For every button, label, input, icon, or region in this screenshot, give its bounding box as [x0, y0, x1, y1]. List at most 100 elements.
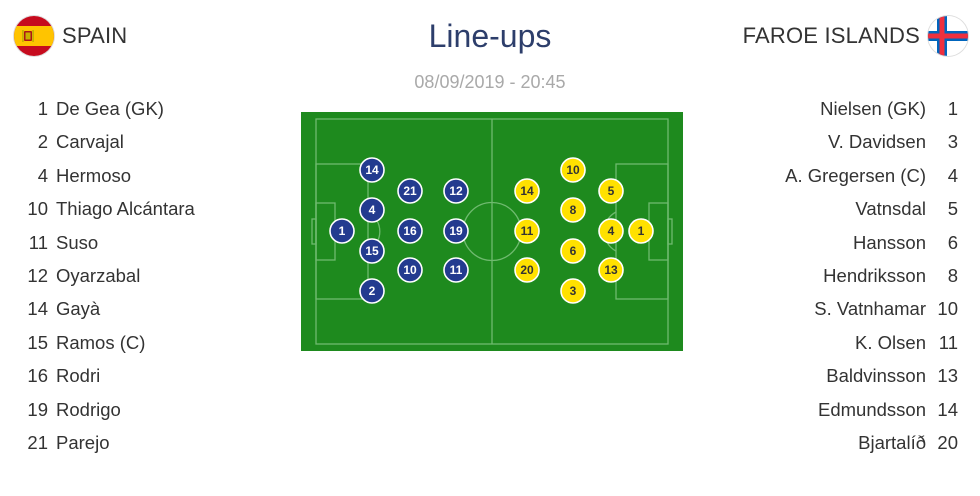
player-name: Hendriksson [823, 264, 926, 286]
list-item: 21 Parejo [20, 426, 195, 459]
player-name: Nielsen (GK) [820, 98, 926, 119]
player-number: 1 [947, 98, 958, 119]
player-name: De Gea (GK) [56, 98, 164, 119]
player-name: A. Gregersen (C) [785, 164, 926, 186]
player-name: K. Olsen [855, 331, 926, 353]
marker-number: 14 [520, 184, 534, 198]
list-item: 10 Thiago Alcántara [20, 192, 195, 225]
player-name: Thiago Alcántara [56, 198, 195, 220]
player-number: 8 [947, 264, 958, 286]
pitch: 1 14 4 15 2 21 16 10 12 19 11 1 5 4 13 1… [301, 112, 683, 351]
player-name: Baldvinsson [826, 365, 926, 387]
marker-number: 14 [365, 163, 379, 177]
away-player-marker: 13 [598, 257, 624, 283]
home-team-name: SPAIN [62, 23, 128, 48]
list-item: Nielsen (GK) 1 [785, 92, 958, 125]
home-player-marker: 15 [359, 238, 385, 264]
away-player-marker: 20 [514, 257, 540, 283]
home-player-marker: 11 [443, 257, 469, 283]
faroe-islands-flag-icon [928, 16, 968, 56]
away-player-marker: 11 [514, 218, 540, 244]
home-team-header: SPAIN [14, 16, 127, 56]
away-player-marker: 14 [514, 178, 540, 204]
away-team-name: FAROE ISLANDS [742, 23, 920, 48]
away-team-header: FAROE ISLANDS [743, 16, 968, 56]
list-item: Edmundsson 14 [785, 393, 958, 426]
marker-number: 19 [449, 224, 463, 238]
marker-number: 15 [365, 244, 379, 258]
player-name: Ramos (C) [56, 331, 146, 353]
marker-number: 1 [638, 224, 645, 238]
marker-number: 20 [520, 263, 534, 277]
marker-number: 4 [608, 224, 615, 238]
away-player-marker: 1 [628, 218, 654, 244]
home-player-marker: 16 [397, 218, 423, 244]
home-player-marker: 14 [359, 157, 385, 183]
list-item: 15 Ramos (C) [20, 326, 195, 359]
page-title: Line-ups [428, 18, 552, 54]
player-name: V. Davidsen [827, 131, 926, 153]
list-item: 16 Rodri [20, 359, 195, 392]
home-player-marker: 2 [359, 278, 385, 304]
player-number: 13 [937, 365, 958, 387]
list-item: 19 Rodrigo [20, 393, 195, 426]
player-number: 10 [937, 298, 958, 320]
marker-number: 2 [369, 284, 376, 298]
marker-number: 11 [521, 224, 534, 238]
player-name: Hansson [852, 231, 926, 253]
away-player-marker: 6 [560, 238, 586, 264]
home-player-marker: 12 [443, 178, 469, 204]
home-player-list: 1 De Gea (GK) 2 Carvajal 4 Hermoso 10 Thiago… [20, 92, 195, 459]
player-number: 16 [27, 365, 48, 387]
player-number: 14 [937, 398, 958, 420]
marker-number: 11 [450, 263, 463, 277]
player-name: Bjartalíð [858, 431, 926, 453]
player-number: 2 [37, 131, 48, 153]
player-name: S. Vatnhamar [814, 298, 926, 320]
away-player-marker: 3 [560, 278, 586, 304]
away-player-marker: 8 [560, 197, 586, 223]
marker-number: 10 [403, 263, 417, 277]
home-player-marker: 21 [397, 178, 423, 204]
player-name: Edmundsson [818, 398, 926, 420]
player-number: 4 [37, 164, 48, 186]
player-number: 10 [27, 198, 48, 220]
player-number: 19 [27, 398, 48, 420]
player-number: 1 [37, 98, 48, 119]
list-item: K. Olsen 11 [785, 326, 958, 359]
marker-number: 12 [449, 184, 463, 198]
player-name: Rodri [56, 365, 101, 387]
home-formation: 1 14 4 15 2 21 16 10 12 19 11 [329, 157, 469, 304]
player-number: 11 [938, 331, 958, 353]
player-name: Rodrigo [56, 398, 121, 420]
spain-flag-icon [14, 16, 54, 56]
player-name: Parejo [56, 431, 110, 453]
player-name: Hermoso [56, 164, 132, 186]
marker-number: 6 [570, 244, 577, 258]
player-name: Carvajal [56, 131, 124, 153]
player-name: Oyarzabal [56, 264, 141, 286]
away-formation: 1 5 4 13 10 8 6 3 14 11 20 [514, 157, 654, 304]
list-item: S. Vatnhamar 10 [785, 292, 958, 325]
home-player-marker: 10 [397, 257, 423, 283]
player-number: 14 [27, 298, 48, 320]
list-item: Hendriksson 8 [785, 259, 958, 292]
list-item: 4 Hermoso [20, 159, 195, 192]
player-number: 21 [27, 431, 48, 453]
player-number: 4 [947, 164, 958, 186]
marker-number: 3 [570, 284, 577, 298]
marker-number: 21 [403, 184, 417, 198]
match-datetime: 08/09/2019 - 20:45 [414, 72, 566, 92]
marker-number: 13 [604, 263, 618, 277]
player-number: 15 [27, 331, 48, 353]
marker-number: 5 [608, 184, 615, 198]
list-item: 2 Carvajal [20, 125, 195, 158]
away-player-marker: 4 [598, 218, 624, 244]
marker-number: 16 [403, 224, 417, 238]
